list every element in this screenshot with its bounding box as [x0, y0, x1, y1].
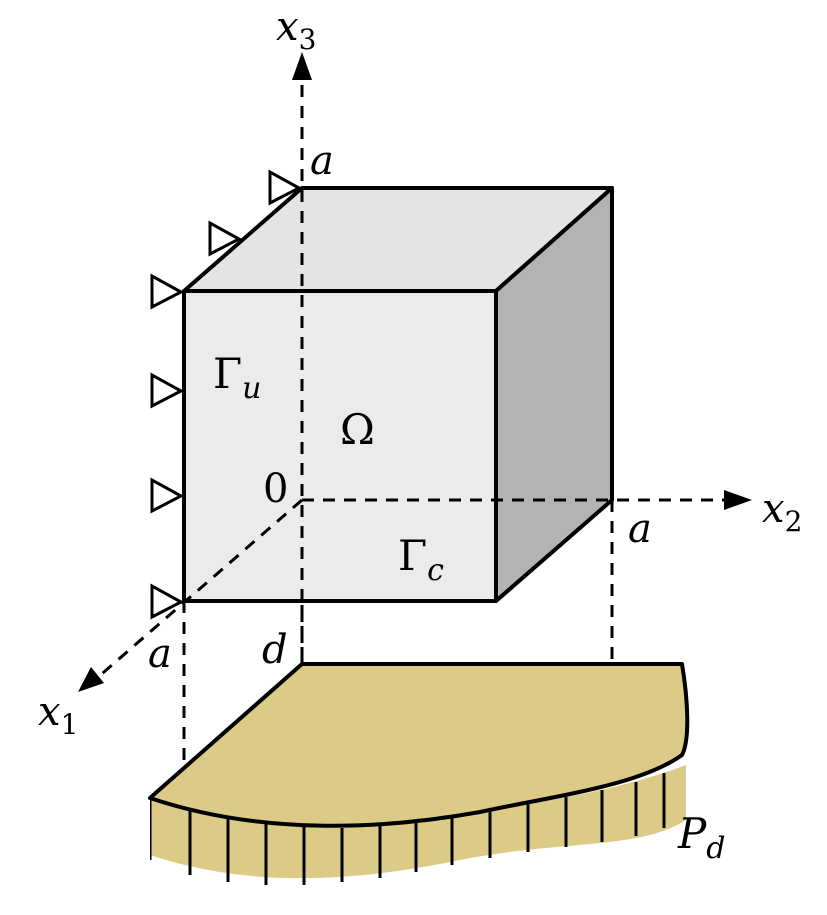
foundation [148, 662, 690, 885]
support-triangle [150, 477, 185, 514]
label-a-top: a [310, 138, 334, 184]
axis-arrowheads [78, 52, 752, 692]
axes [96, 78, 728, 680]
label-gamma-c: Γc [398, 531, 444, 588]
label-x1: x1 [38, 689, 78, 741]
support-triangle [150, 372, 185, 409]
foundation-hatching [150, 773, 666, 885]
label-a-front: a [148, 631, 172, 677]
label-d: d [262, 627, 288, 673]
support-triangle [208, 220, 243, 257]
cube [182, 186, 614, 603]
label-a-right: a [628, 506, 652, 552]
label-x2: x2 [762, 486, 802, 538]
support-triangle [150, 583, 185, 620]
cube-front-face [182, 289, 498, 603]
axis-x1-arrow [78, 667, 104, 692]
support-triangle [150, 273, 185, 310]
axis-x3-arrow [292, 52, 312, 80]
label-omega: Ω [340, 405, 375, 454]
foundation-top [148, 662, 690, 828]
labels: x3 x2 x1 a a a 0 d Ω Γu Γc Pd [38, 4, 802, 866]
axis-x2-arrow [724, 490, 752, 510]
label-origin: 0 [263, 466, 288, 512]
label-pd: Pd [677, 809, 725, 866]
label-gamma-u: Γu [213, 349, 261, 406]
support-symbols [150, 169, 303, 620]
support-triangle [268, 169, 303, 206]
axis-x1-line [96, 498, 303, 680]
label-x3: x3 [276, 4, 316, 56]
